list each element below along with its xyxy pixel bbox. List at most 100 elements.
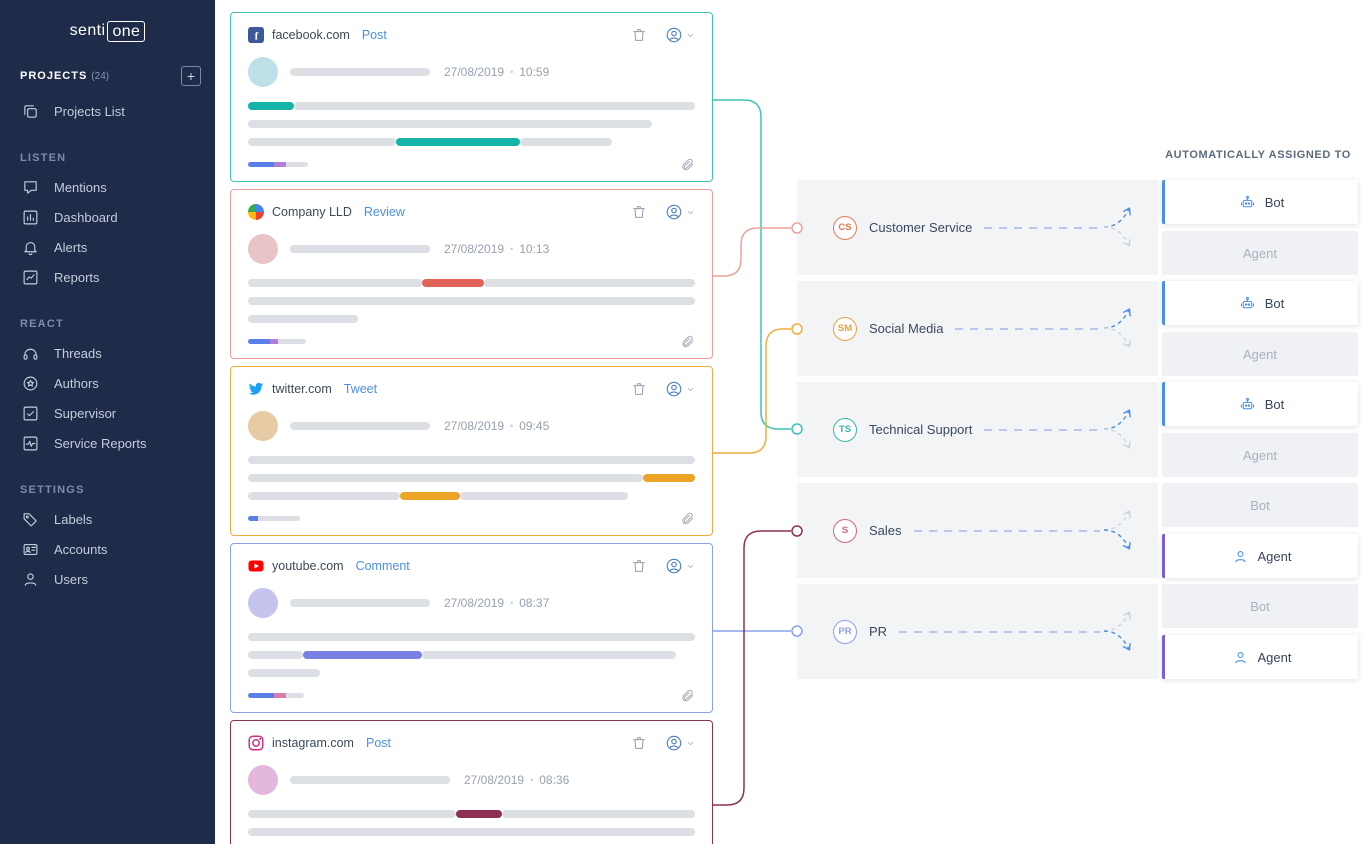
author-name-placeholder <box>290 245 430 253</box>
add-project-button[interactable]: + <box>181 66 201 86</box>
assignment-options-sales: Bot Agent <box>1162 483 1358 578</box>
sidebar-item-threads[interactable]: Threads <box>0 338 215 368</box>
sidebar-item-supervisor[interactable]: Supervisor <box>0 398 215 428</box>
sentiment-mini-bar <box>248 516 300 521</box>
avatar <box>248 57 278 87</box>
assignment-dashed-line <box>955 327 1100 330</box>
supervisor-check-icon <box>23 406 38 420</box>
attachment-icon[interactable] <box>680 511 695 526</box>
logo-box: one <box>107 20 146 42</box>
mention-meta: 27/08/2019•10:13 <box>444 242 550 256</box>
connector-facebook-technical-support <box>713 99 791 430</box>
sidebar-item-label: Threads <box>54 345 102 361</box>
mention-text-placeholder <box>248 633 695 677</box>
attachment-icon[interactable] <box>680 688 695 703</box>
connector-instagram-sales <box>713 530 791 806</box>
sidebar-item-accounts[interactable]: Accounts <box>0 534 215 564</box>
category-label: PR <box>869 624 888 639</box>
sidebar-item-labels[interactable]: Labels <box>0 504 215 534</box>
assign-user-icon[interactable] <box>665 380 695 398</box>
mention-source: youtube.com <box>272 559 344 573</box>
category-label: Sales <box>869 523 902 538</box>
assign-user-icon[interactable] <box>665 557 695 575</box>
agent-option[interactable]: Agent <box>1162 231 1358 275</box>
mention-type-link[interactable]: Comment <box>355 559 410 573</box>
category-label: Customer Service <box>869 220 973 235</box>
bot-option[interactable]: Bot <box>1162 584 1358 628</box>
assigned-column-header: AUTOMATICALLY ASSIGNED TO <box>1165 149 1351 161</box>
skeleton-line <box>248 828 695 836</box>
mention-type-link[interactable]: Review <box>363 205 405 219</box>
category-label: Technical Support <box>869 422 973 437</box>
sidebar-item-service-reports[interactable]: Service Reports <box>0 428 215 458</box>
mention-card-facebook: f facebook.com Post 27/08/2019•10:59 <box>230 12 713 182</box>
sentiment-mini-bar <box>248 693 304 698</box>
agent-option[interactable]: Agent <box>1162 534 1358 578</box>
mention-source: Company LLD <box>272 205 352 219</box>
sidebar-item-authors[interactable]: Authors <box>0 368 215 398</box>
bot-option[interactable]: Bot <box>1162 382 1358 426</box>
agent-label: Agent <box>1243 245 1277 261</box>
delete-icon[interactable] <box>631 381 647 397</box>
author-name-placeholder <box>290 68 430 76</box>
assign-user-icon[interactable] <box>665 26 695 44</box>
delete-icon[interactable] <box>631 204 647 220</box>
assignment-options-customer-service: Bot Agent <box>1162 180 1358 275</box>
agent-label: Agent <box>1243 447 1277 463</box>
avatar <box>248 411 278 441</box>
delete-icon[interactable] <box>631 735 647 751</box>
sidebar-item-label: Authors <box>54 375 99 391</box>
assignment-options-technical-support: Bot Agent <box>1162 382 1358 477</box>
mention-meta: 27/08/2019•08:36 <box>464 773 570 787</box>
mention-time: 10:59 <box>519 65 550 79</box>
skeleton-line <box>248 315 358 323</box>
sidebar-item-alerts[interactable]: Alerts <box>0 232 215 262</box>
bot-option[interactable]: Bot <box>1162 483 1358 527</box>
assignment-dashed-line <box>913 529 1100 532</box>
category-badge: SM <box>833 316 857 341</box>
sidebar-item-projects-list[interactable]: Projects List <box>0 96 215 126</box>
delete-icon[interactable] <box>631 558 647 574</box>
assign-user-icon[interactable] <box>665 734 695 752</box>
sidebar-item-label: Service Reports <box>54 435 147 451</box>
agent-option[interactable]: Agent <box>1162 433 1358 477</box>
sidebar-item-dashboard[interactable]: Dashboard <box>0 202 215 232</box>
category-row-customer-service: CS Customer Service <box>797 180 1158 275</box>
delete-icon[interactable] <box>631 27 647 43</box>
mention-type-link[interactable]: Tweet <box>343 382 378 396</box>
category-badge: S <box>833 518 857 543</box>
projects-label: PROJECTS <box>20 70 88 82</box>
id-card-icon <box>23 543 38 555</box>
mention-text-placeholder <box>248 810 695 836</box>
mention-text-placeholder <box>248 456 695 500</box>
skeleton-line <box>248 456 695 464</box>
assignment-options-pr: Bot Agent <box>1162 584 1358 679</box>
mention-type-link[interactable]: Post <box>361 28 387 42</box>
projects-header: PROJECTS (24) + <box>0 62 215 86</box>
attachment-icon[interactable] <box>680 334 695 349</box>
mention-type-link[interactable]: Post <box>365 736 391 750</box>
skeleton-line <box>248 633 695 641</box>
category-badge: PR <box>833 619 857 644</box>
sidebar-item-label: Projects List <box>54 103 125 119</box>
attachment-icon[interactable] <box>680 157 695 172</box>
service-chart-icon <box>23 436 38 450</box>
category-badge: CS <box>833 215 857 240</box>
sentiment-mini-bar <box>248 162 308 167</box>
sidebar-item-mentions[interactable]: Mentions <box>0 172 215 202</box>
assign-user-icon[interactable] <box>665 203 695 221</box>
sidebar-item-reports[interactable]: Reports <box>0 262 215 292</box>
bot-option[interactable]: Bot <box>1162 281 1358 325</box>
sidebar-item-label: Alerts <box>54 239 88 255</box>
sidebar-item-users[interactable]: Users <box>0 564 215 594</box>
mentions-icon <box>24 180 37 194</box>
category-label: Social Media <box>869 321 944 336</box>
bot-icon <box>1240 195 1254 207</box>
mention-date: 27/08/2019 <box>464 773 525 787</box>
bot-label: Bot <box>1264 295 1285 311</box>
agent-option[interactable]: Agent <box>1162 635 1358 679</box>
bot-option[interactable]: Bot <box>1162 180 1358 224</box>
agent-option[interactable]: Agent <box>1162 332 1358 376</box>
mention-date: 27/08/2019 <box>444 242 505 256</box>
